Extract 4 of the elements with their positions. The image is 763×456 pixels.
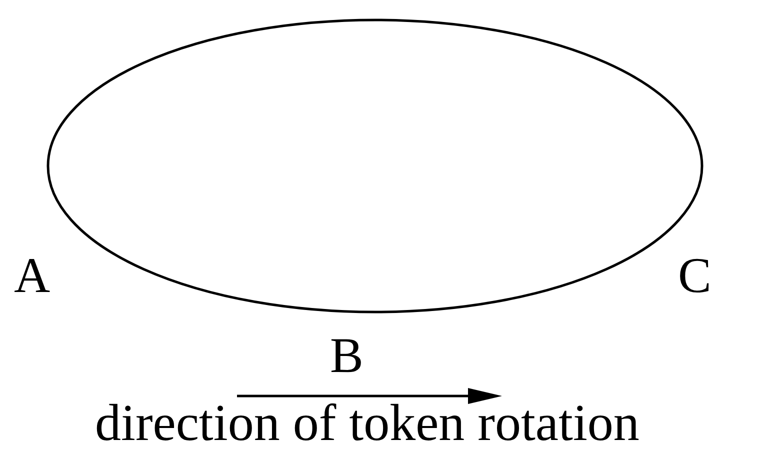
point-label: A xyxy=(14,250,50,300)
point-label: C xyxy=(678,250,712,300)
caption-text: direction of token rotation xyxy=(95,398,640,450)
point-label: B xyxy=(330,330,364,380)
